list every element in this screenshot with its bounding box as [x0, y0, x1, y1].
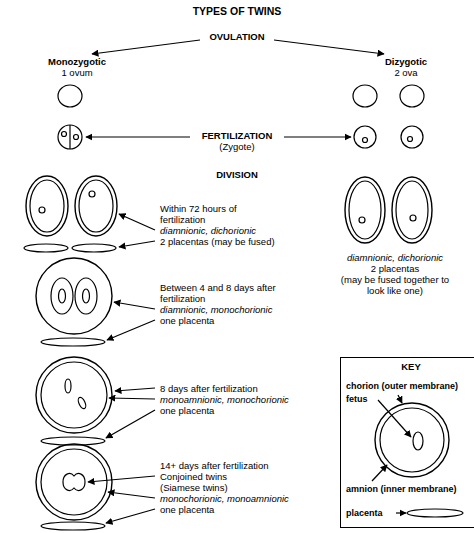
- fetus: [59, 289, 66, 303]
- stage-heading: OVULATION: [209, 31, 264, 42]
- placenta-note: one placenta: [160, 315, 214, 326]
- fetus: [89, 191, 95, 197]
- leader-line: [106, 410, 155, 438]
- twin-note: Conjoined twins: [160, 471, 227, 482]
- leader-line: [119, 214, 155, 230]
- ovum-count: 1 ovum: [61, 67, 92, 78]
- fetus: [410, 215, 416, 221]
- fetus: [83, 289, 90, 303]
- placenta-note: one placenta: [160, 504, 214, 515]
- chorion: [26, 176, 68, 236]
- amnion: [79, 180, 113, 232]
- fetus: [359, 217, 365, 223]
- amnion: [75, 278, 97, 314]
- leader-line: [372, 465, 387, 481]
- chorion: [75, 176, 117, 236]
- ovum: [58, 85, 82, 107]
- chorion: [36, 357, 112, 433]
- leader-line: [106, 509, 155, 523]
- nucleus: [74, 135, 79, 140]
- leader-line: [378, 400, 411, 437]
- fetus: [77, 396, 88, 409]
- amnion: [380, 408, 444, 472]
- leader-line: [114, 302, 155, 309]
- stage-note: (Zygote): [219, 141, 254, 152]
- placenta-note: one placenta: [160, 405, 214, 416]
- chorion: [392, 177, 432, 243]
- placenta: [24, 244, 68, 252]
- amnion: [51, 278, 73, 314]
- membrane-type: monochorionic, monoamnionic: [160, 493, 289, 504]
- leader-line: [115, 388, 155, 391]
- nucleus: [62, 132, 67, 137]
- zygote: [354, 126, 376, 148]
- leader-line: [88, 476, 155, 482]
- zygote: [58, 125, 82, 149]
- ovum: [353, 85, 377, 107]
- amnion: [41, 449, 107, 515]
- stage-heading: DIVISION: [216, 169, 258, 180]
- key-heading: KEY: [341, 361, 474, 372]
- timing-note: Within 72 hours of fertilization: [160, 203, 260, 225]
- placenta: [41, 522, 105, 530]
- amnion: [349, 181, 381, 239]
- fetus: [413, 432, 423, 450]
- legend-label: amnion (inner membrane): [346, 484, 457, 495]
- arrow-line: [86, 136, 190, 137]
- leader-line: [107, 320, 155, 340]
- timing-note: 8 days after fertilization: [160, 383, 258, 394]
- nucleus: [363, 138, 368, 143]
- placenta: [72, 244, 116, 252]
- leader-line: [108, 492, 155, 498]
- zygote: [401, 126, 423, 148]
- timing-note: Between 4 and 8 days after fertilization: [160, 282, 295, 304]
- placenta-note: (may be fused together to look like one): [336, 274, 454, 296]
- placenta-note: 2 placentas (may be fused): [160, 236, 275, 247]
- stage-heading: FERTILIZATION: [202, 130, 273, 141]
- fetus: [65, 379, 71, 393]
- arrow-line: [92, 40, 200, 54]
- ovum-count: 2 ova: [394, 67, 417, 78]
- membrane-type: diamnionic, dichorionic: [347, 252, 443, 263]
- amnion: [30, 180, 64, 232]
- nucleus: [408, 137, 413, 142]
- twin-type: Dizygotic: [385, 56, 427, 67]
- placenta: [41, 338, 105, 346]
- legend-label: chorion (outer membrane): [346, 381, 458, 392]
- arrow-line: [274, 40, 384, 54]
- twin-note: (Siamese twins): [160, 482, 228, 493]
- arrow-line: [284, 136, 351, 137]
- ovum: [400, 85, 424, 107]
- chorion: [36, 258, 112, 334]
- twin-type: Monozygotic: [48, 56, 106, 67]
- amnion: [41, 362, 107, 428]
- leader-line: [109, 398, 155, 399]
- placenta-note: 2 placentas: [371, 263, 420, 274]
- chorion: [36, 444, 112, 520]
- chorion: [345, 177, 385, 243]
- drawing: [24, 40, 463, 530]
- placenta: [407, 509, 463, 517]
- amnion: [396, 181, 428, 239]
- conjoined-fetus: [63, 474, 85, 491]
- diagram-title: TYPES OF TWINS: [193, 6, 282, 17]
- zygote-division: [69, 125, 70, 149]
- legend-label: fetus: [346, 394, 368, 405]
- timing-note: 14+ days after fertilization: [160, 460, 269, 471]
- leader-line: [119, 241, 155, 247]
- leader-line: [396, 512, 406, 513]
- membrane-type: diamnionic, monochorionic: [160, 304, 272, 315]
- leader-line: [398, 395, 402, 403]
- legend-label: placenta: [346, 508, 383, 519]
- fetus: [39, 207, 45, 213]
- membrane-type: monoamnionic, monochorionic: [160, 394, 289, 405]
- membrane-type: diamnionic, dichorionic: [160, 225, 256, 236]
